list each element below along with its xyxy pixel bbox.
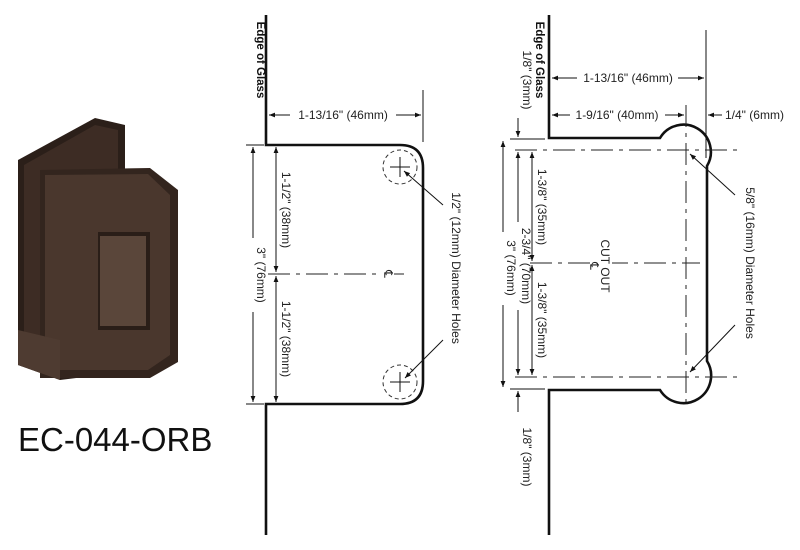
centerline-symbol: ℄ bbox=[587, 261, 601, 270]
holes-label: 5/8" (16mm) Diameter Holes bbox=[743, 187, 757, 339]
lower-half-dimension: 1-3/8" (35mm) bbox=[535, 282, 549, 358]
glass-cutout-outline bbox=[547, 15, 713, 535]
offset-dimension: 1/4" (6mm) bbox=[725, 108, 784, 122]
mounting-hole bbox=[382, 149, 418, 185]
hole-center-dimension: 1-9/16" (40mm) bbox=[576, 108, 659, 122]
edge-of-glass-label: Edge of Glass bbox=[254, 22, 266, 99]
glass-outline bbox=[264, 15, 425, 535]
upper-half-dimension: 1-1/2" (38mm) bbox=[279, 172, 293, 248]
cutout-mount-drawing: Edge of Glass 1-13/16" (46mm) 1-9/16" (4… bbox=[500, 15, 784, 535]
edge-of-glass-label: Edge of Glass bbox=[533, 22, 545, 99]
hinge-product-image: EC-044-ORB bbox=[18, 118, 212, 458]
width-dimension: 1-13/16" (46mm) bbox=[298, 108, 388, 122]
holes-label: 1/2" (12mm) Diameter Holes bbox=[449, 192, 463, 344]
top-gap-dimension: 1/8" (3mm) bbox=[520, 51, 534, 110]
centerline-symbol: ℄ bbox=[381, 269, 395, 278]
hole-spacing-dimension: 2-3/4" (70mm) bbox=[519, 228, 533, 304]
lower-half-dimension: 1-1/2" (38mm) bbox=[279, 301, 293, 377]
upper-half-dimension: 1-3/8" (35mm) bbox=[535, 169, 549, 245]
product-model-label: EC-044-ORB bbox=[18, 421, 212, 458]
cutout-label: CUT OUT bbox=[598, 239, 612, 293]
total-height-dimension: 3" (76mm) bbox=[504, 240, 518, 296]
width-dimension: 1-13/16" (46mm) bbox=[583, 71, 673, 85]
standard-mount-drawing: Edge of Glass 1-13/16" (46mm) 3" (76mm) … bbox=[246, 15, 463, 535]
total-height-dimension: 3" (76mm) bbox=[254, 247, 268, 303]
bottom-gap-dimension: 1/8" (3mm) bbox=[520, 428, 534, 487]
mounting-hole bbox=[382, 364, 418, 400]
